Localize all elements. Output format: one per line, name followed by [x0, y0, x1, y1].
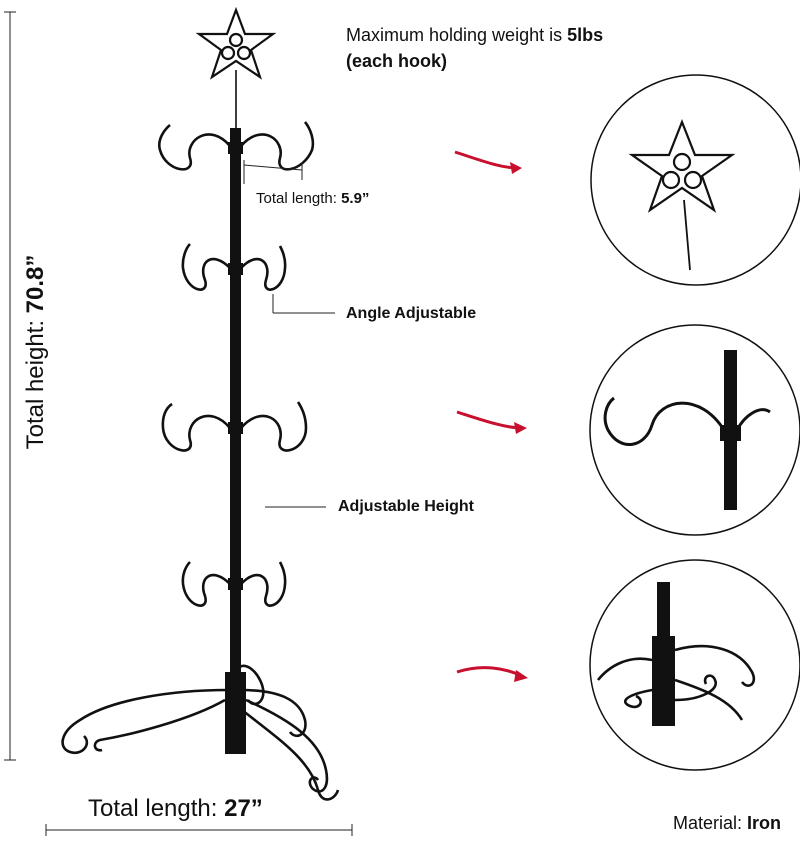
weight-note-suffix: (each hook) [346, 51, 448, 71]
hook-length-value: 5.9” [341, 190, 370, 207]
detail-hook [589, 324, 800, 536]
total-height-value: 70.8” [22, 254, 49, 314]
total-height-label: Total height: 70.8” [22, 172, 50, 532]
material-value: Iron [747, 813, 782, 833]
total-length-label: Total length: 27” [88, 795, 263, 823]
scroll-base [61, 664, 340, 801]
total-height-prefix: Total height: [22, 313, 49, 450]
angle-adjustable-label: Angle Adjustable [346, 305, 477, 322]
adjustable-height-label: Adjustable Height [338, 498, 475, 515]
hook-length-dimension [243, 160, 303, 184]
hook-length-label: Total length: 5.9” [256, 190, 369, 207]
material-label: Material: Iron [673, 810, 781, 836]
total-length-prefix: Total length: [88, 795, 225, 822]
center-pole [225, 128, 246, 754]
weight-note-prefix: Maximum holding weight is [346, 25, 568, 45]
total-length-value: 27” [224, 795, 263, 822]
detail-base [589, 559, 800, 771]
detail-star [590, 74, 800, 286]
total-length-dimension [45, 824, 353, 836]
material-prefix: Material: [673, 813, 748, 833]
weight-note-value: 5lbs [567, 25, 604, 45]
hook-length-prefix: Total length: [256, 190, 342, 207]
red-arrows [454, 150, 528, 682]
star-topper [195, 6, 277, 128]
weight-note: Maximum holding weight is 5lbs (each hoo… [346, 22, 676, 74]
total-height-dimension [4, 11, 16, 761]
